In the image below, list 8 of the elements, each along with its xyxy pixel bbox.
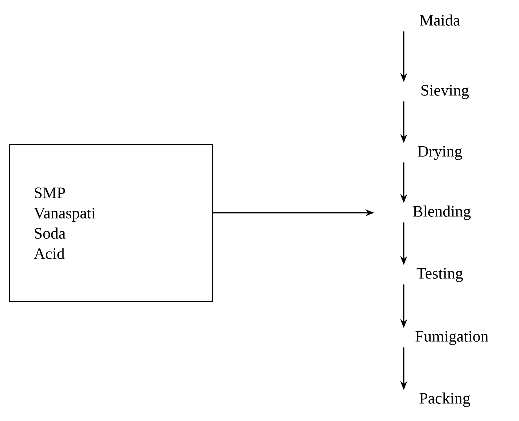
step-label: Fumigation [416, 331, 489, 346]
ingredient-box: SMP Vanaspati Soda Acid [10, 144, 214, 302]
step-label: Maida [420, 14, 460, 26]
step-label: Drying [418, 146, 462, 160]
step-label: Testing [416, 268, 464, 282]
step-label: Blending [413, 206, 471, 220]
step-label: Sieving [422, 85, 470, 100]
step-label: Packing [420, 392, 470, 408]
